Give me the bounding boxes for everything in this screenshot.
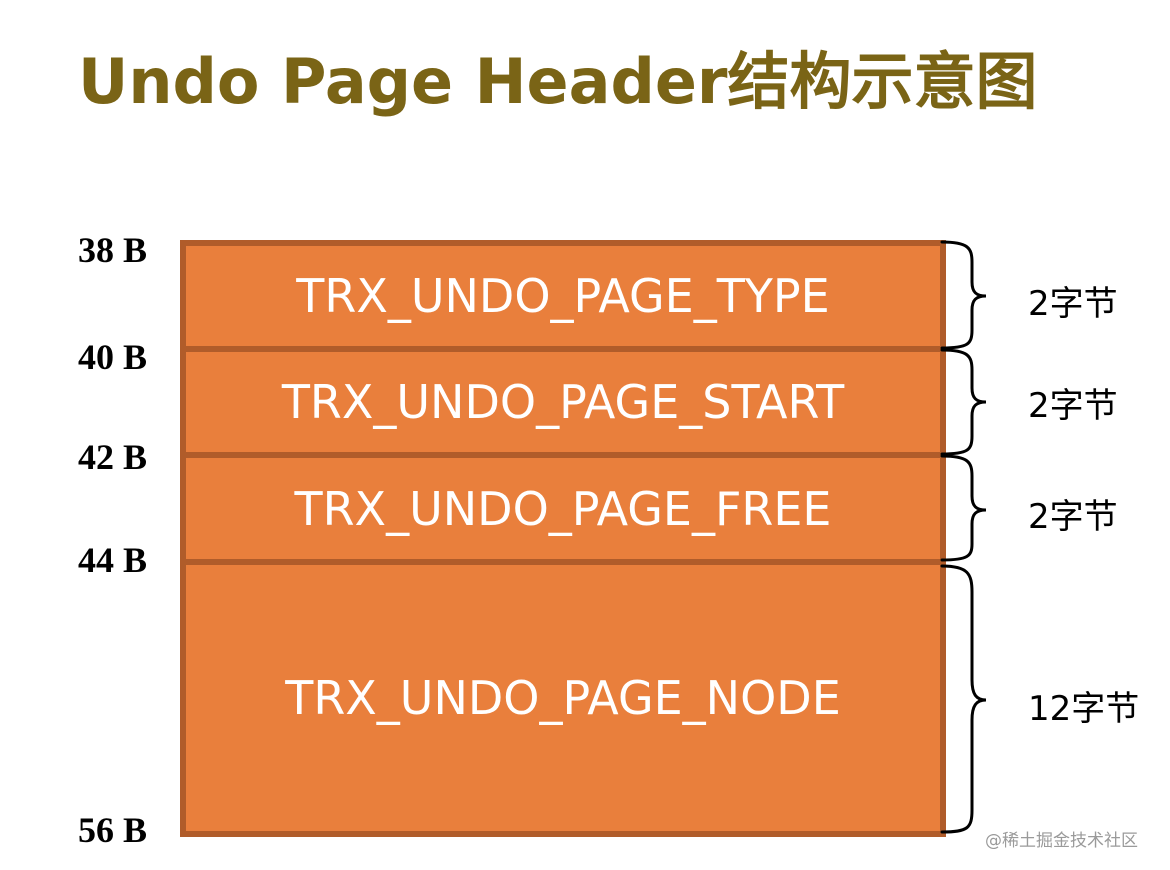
offset-label-44: 44 B — [78, 540, 148, 580]
offset-label-38: 38 B — [78, 230, 148, 270]
brace-icon — [940, 240, 987, 350]
offset-label-40: 40 B — [78, 337, 148, 377]
size-label: 2字节 — [1028, 284, 1118, 324]
field-block-page-start: TRX_UNDO_PAGE_START — [180, 346, 946, 458]
size-braces — [940, 240, 987, 834]
field-name: TRX_UNDO_PAGE_NODE — [285, 671, 841, 725]
brace-icon — [940, 348, 987, 456]
size-label: 2字节 — [1028, 386, 1118, 426]
field-name: TRX_UNDO_PAGE_START — [281, 375, 845, 429]
offset-label-42: 42 B — [78, 437, 148, 477]
field-name: TRX_UNDO_PAGE_FREE — [294, 481, 832, 536]
field-block-page-free: TRX_UNDO_PAGE_FREE — [180, 452, 946, 565]
size-label: 12字节 — [1028, 689, 1140, 729]
offset-label-56: 56 B — [78, 810, 148, 850]
brace-icon — [940, 454, 987, 562]
field-block-page-node: TRX_UNDO_PAGE_NODE — [180, 559, 946, 837]
field-block-page-type: TRX_UNDO_PAGE_TYPE — [180, 240, 946, 352]
brace-icon — [940, 564, 987, 834]
size-label: 2字节 — [1028, 497, 1118, 537]
page-title: Undo Page Header结构示意图 — [78, 45, 1038, 118]
field-name: TRX_UNDO_PAGE_TYPE — [296, 269, 830, 323]
watermark: @稀土掘金技术社区 — [985, 831, 1138, 851]
